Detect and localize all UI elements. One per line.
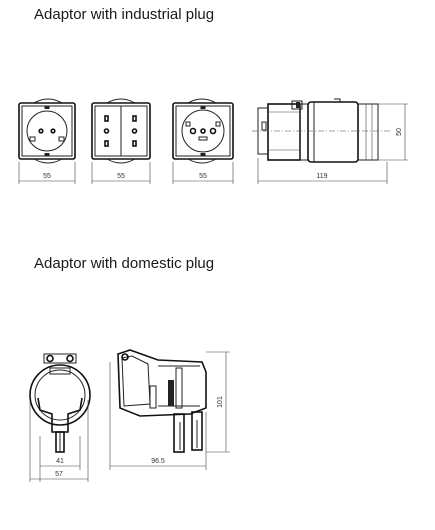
- domestic-outer-width-label: 57: [55, 471, 63, 478]
- domestic-inner-width-label: 41: [56, 458, 64, 465]
- domestic-section-title: Adaptor with domestic plug: [34, 255, 215, 272]
- industrial-height-label: 50: [396, 128, 403, 136]
- italian-socket-front-view: [91, 98, 151, 164]
- industrial-section-title: Adaptor with industrial plug: [34, 6, 215, 23]
- universal-socket-front-view: [172, 98, 234, 164]
- socket-width-label-3: 55: [199, 173, 207, 180]
- socket-width-label-1: 55: [43, 173, 51, 180]
- domestic-length-label: 96.5: [151, 458, 165, 465]
- industrial-length-label: 119: [316, 173, 327, 180]
- industrial-plug-side-view: [252, 98, 390, 163]
- domestic-plug-front-view: [29, 353, 91, 453]
- domestic-height-label: 101: [217, 396, 224, 408]
- dimension-lines: 55 55 55 119 50 41 57 96.5 101: [18, 103, 408, 482]
- domestic-plug-side-view: [117, 349, 207, 453]
- schuko-socket-front-view: [18, 98, 76, 164]
- socket-width-label-2: 55: [117, 173, 125, 180]
